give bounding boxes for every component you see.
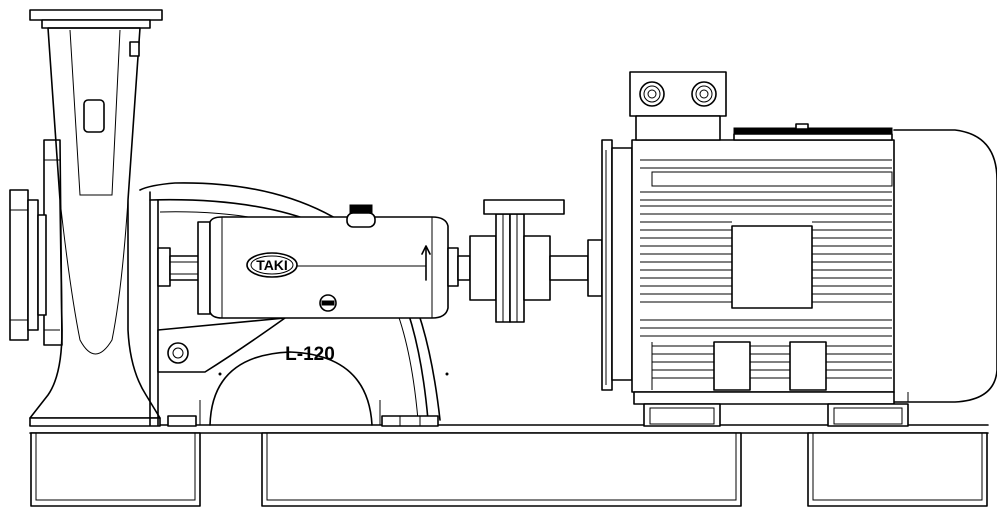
suction-flange [9,189,47,341]
motor [587,71,997,427]
model-label: L-120 [285,344,335,365]
base-block-middle [261,432,742,507]
brand-logo [246,252,298,278]
baseplate [29,424,989,507]
logo-text: TAKI [256,257,288,273]
discharge-flange [29,9,163,21]
base-block-left [30,432,201,507]
cooling-fins [640,159,893,379]
bearing-housing: TAKI [197,204,449,319]
casing-window [83,99,105,133]
coupling [447,199,589,323]
base-block-right [807,432,988,507]
nameplate [731,225,813,309]
pump-casing [29,9,163,427]
bearing-pedestal [139,182,449,427]
